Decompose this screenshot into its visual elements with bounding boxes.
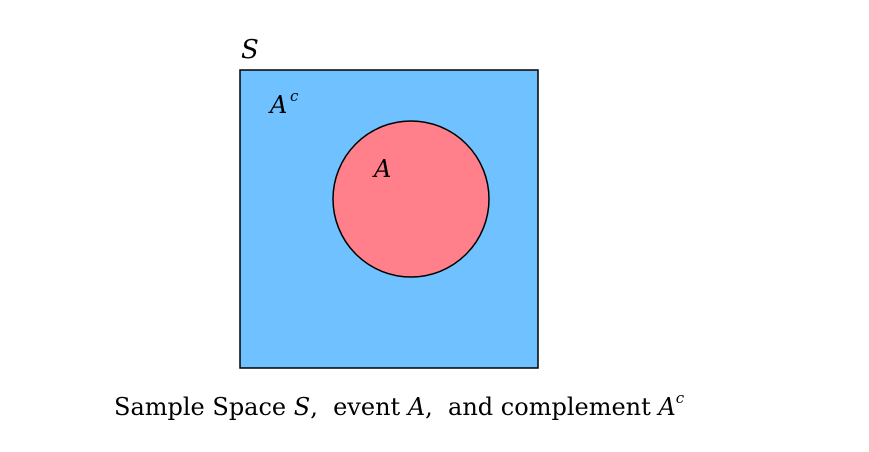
event-label: A <box>372 155 391 183</box>
caption-ac-symbol: A <box>656 393 675 421</box>
caption-sep-event: , event <box>310 393 408 421</box>
caption-s-symbol: S <box>294 393 310 421</box>
complement-label: A c <box>268 87 299 119</box>
caption-sep-complement: , and complement <box>425 393 658 421</box>
caption-prefix: Sample Space <box>114 393 294 421</box>
complement-label-base: A <box>268 91 287 119</box>
caption: Sample Space S, event A, and complement … <box>114 389 685 421</box>
event-circle <box>332 120 490 278</box>
complement-label-superscript: c <box>290 87 299 105</box>
caption-a-symbol: A <box>406 393 425 421</box>
caption-ac-superscript: c <box>676 389 685 407</box>
sample-space-label: S <box>241 35 259 65</box>
